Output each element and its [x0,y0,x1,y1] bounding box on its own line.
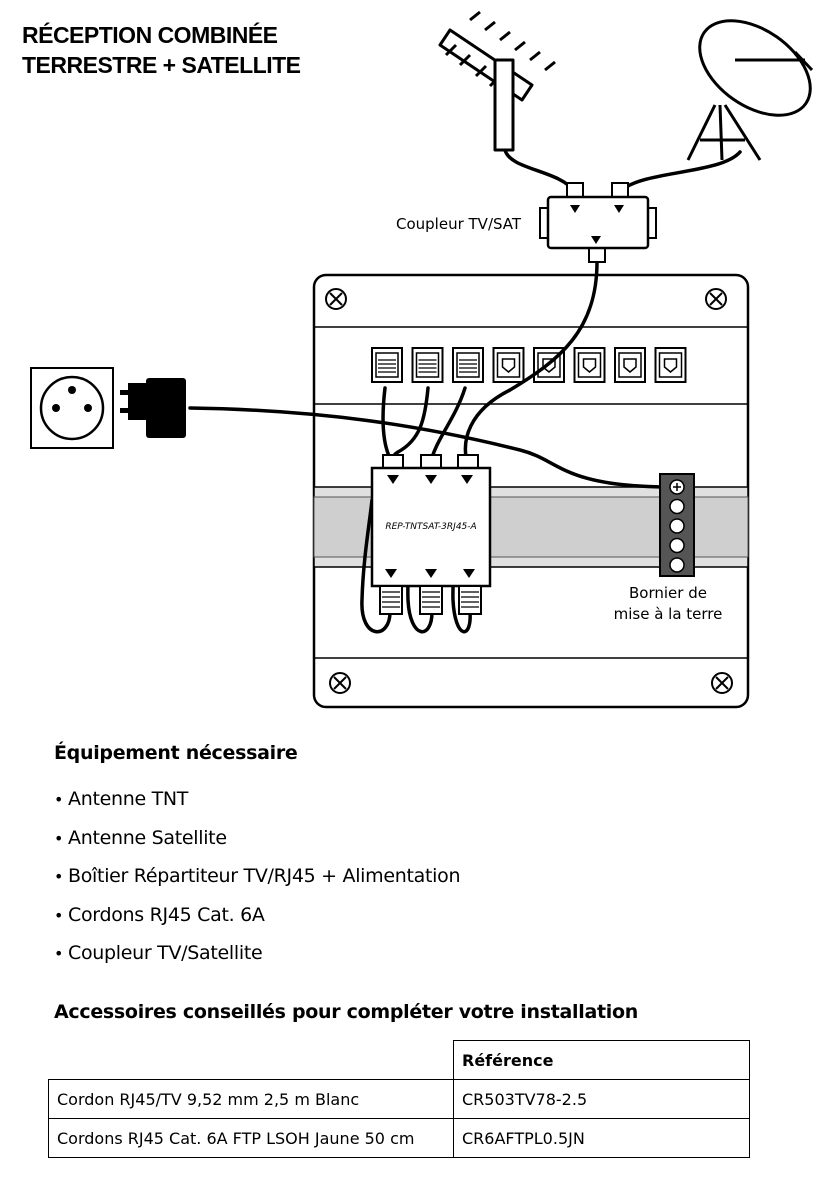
accessory-reference-cell: CR503TV78-2.5 [453,1079,750,1119]
table-header-empty [48,1040,454,1080]
accessories-heading: Accessoires conseillés pour compléter vo… [54,1001,638,1023]
bullet-icon: • [54,790,64,809]
rj45-port-icon [371,347,403,383]
power-outlet-icon [30,367,114,449]
accessories-table: Référence Cordon RJ45/TV 9,52 mm 2,5 m B… [48,1040,750,1158]
rj45-port-icon [411,347,444,383]
screw-icon [705,288,727,310]
ground-terminal-block [659,473,695,577]
cable-out1 [360,498,392,634]
accessory-name-cell: Cordon RJ45/TV 9,52 mm 2,5 m Blanc [48,1079,454,1119]
ground-label-line-1: Bornier de [629,584,707,602]
cable-tnt-to-coupler [503,148,577,194]
equipment-list-item: •Boîtier Répartiteur TV/RJ45 + Alimentat… [54,857,461,896]
terminal-screw-icon [669,537,685,554]
equipment-item-text: Antenne Satellite [68,826,227,849]
accessory-name-cell: Cordons RJ45 Cat. 6A FTP LSOH Jaune 50 c… [48,1118,454,1158]
page-title: RÉCEPTION COMBINÉE TERRESTRE + SATELLITE [22,20,301,80]
power-adapter-icon [120,378,186,438]
equipment-heading: Équipement nécessaire [54,742,298,764]
screw-icon [325,288,347,310]
title-line-1: RÉCEPTION COMBINÉE [22,22,278,48]
satellite-dish-icon [686,19,814,161]
terminal-screw-icon [669,557,685,573]
bullet-icon: • [54,944,64,963]
tnt-antenna-icon [438,10,556,152]
accessory-reference-cell: CR6AFTPL0.5JN [453,1118,750,1158]
bullet-icon: • [54,867,64,886]
cable-power-to-ground [188,406,664,489]
equipment-item-text: Antenne TNT [68,788,189,810]
rj45-port-icon [654,347,687,383]
splitter-box [370,454,492,588]
equipment-list-item: •Antenne Satellite [54,819,460,858]
table-header-reference: Référence [453,1040,750,1080]
f-connector-icon [379,585,403,615]
splitter-model-label: REP-TNTSAT-3RJ45-A [385,522,476,532]
installation-diagram: Coupleur TV/SAT REP-TNTSAT-3RJ45-A Borni… [30,10,814,709]
equipment-list-item: •Antenne TNT [54,780,460,819]
rj45-port-icon [614,347,646,383]
ground-label-line-2: mise à la terre [614,605,723,623]
screw-icon [329,672,351,694]
f-connector-icon [419,585,443,615]
equipment-item-text: Coupleur TV/Satellite [68,942,263,964]
table-header-row: Référence [48,1040,750,1080]
coupler-label: Coupleur TV/SAT [396,215,522,233]
rj45-port-icon [492,347,525,383]
f-connector-icon [458,585,482,615]
equipment-item-text: Boîtier Répartiteur TV/RJ45 + Alimentati… [68,865,461,887]
rj45-port-icon [573,347,606,383]
bullet-icon: • [54,828,64,848]
rj45-port-icon [452,347,484,383]
table-row: Cordons RJ45 Cat. 6A FTP LSOH Jaune 50 c… [48,1118,750,1158]
equipment-list-item: •Cordons RJ45 Cat. 6A [54,896,460,935]
terminal-screw-icon [669,498,685,515]
coupler-tv-sat [539,182,657,263]
terminal-screw-icon [669,479,685,495]
equipment-item-text: Cordons RJ45 Cat. 6A [68,903,265,926]
equipment-list-item: •Coupleur TV/Satellite [54,934,460,973]
bullet-icon: • [54,905,64,925]
equipment-list: •Antenne TNT•Antenne Satellite•Boîtier R… [54,780,461,973]
screw-icon [711,672,733,694]
title-line-2: TERRESTRE + SATELLITE [22,52,301,78]
terminal-screw-icon [669,518,685,534]
